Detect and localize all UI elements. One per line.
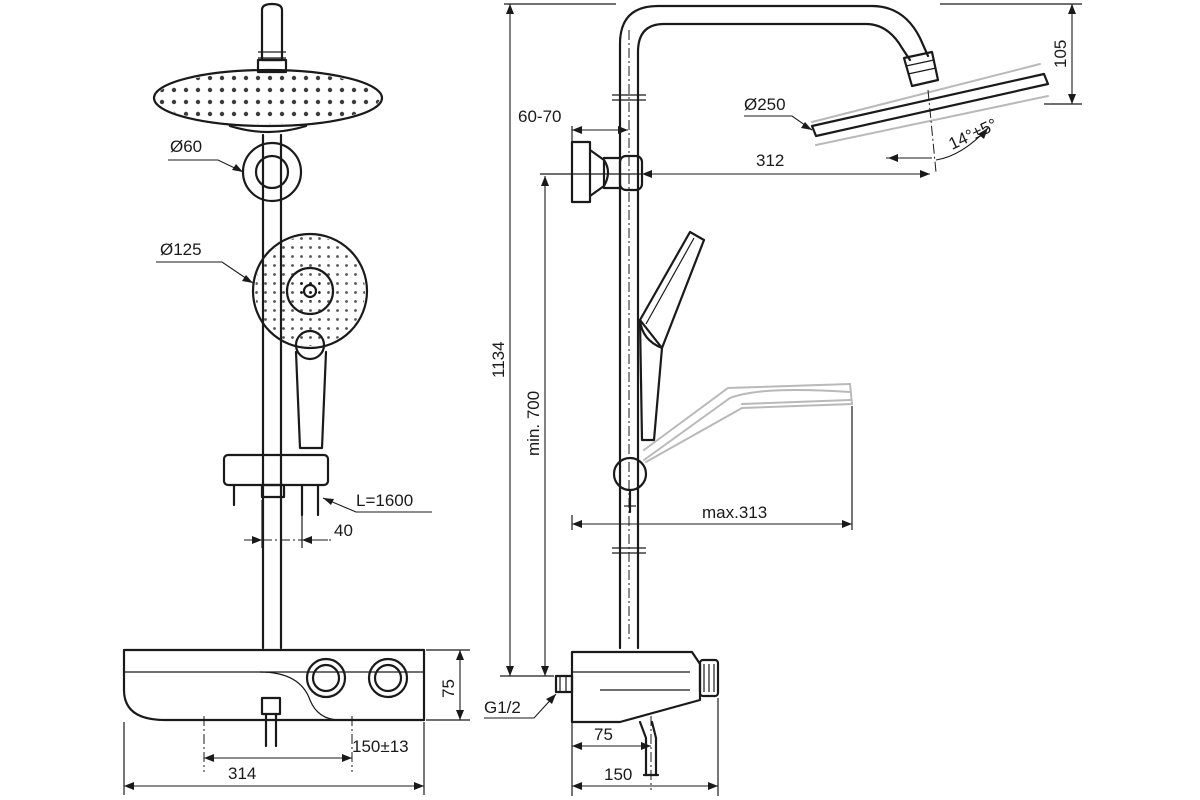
min-height-label: min. 700: [524, 391, 543, 456]
slider-side: [612, 456, 648, 514]
slider-front: [222, 453, 330, 517]
dim-slider-offset: 40: [244, 500, 353, 548]
dim-min-height: min. 700: [524, 176, 549, 676]
thermostat-depth-label: 150: [604, 765, 632, 784]
hand-shower-side: [638, 230, 706, 442]
dim-wall-bracket-diameter: Ø60: [168, 137, 244, 173]
thermostat-height-label: 75: [439, 679, 458, 698]
dim-hand-shower-diameter: Ø125: [156, 240, 254, 284]
dim-arm-reach: 312: [540, 151, 930, 178]
front-view: Ø60 Ø125 L=1600 40: [122, 2, 470, 795]
wall-bracket-side: [570, 140, 644, 204]
wall-bracket-front: [241, 141, 303, 203]
head-tilt-label: 14°±5°: [946, 115, 1001, 154]
thermostat-front: [122, 648, 426, 748]
hand-shower-front: [251, 232, 369, 450]
total-height-label: 1134: [489, 341, 508, 378]
arm-reach-label: 312: [756, 151, 784, 170]
dim-thermostat-depth: 150: [572, 698, 719, 796]
dim-hose-length: L=1600: [322, 491, 432, 513]
dim-thermostat-height: 75: [426, 649, 470, 721]
dim-hand-shower-reach: max.313: [571, 406, 853, 530]
dim-shower-head-diameter: Ø250: [744, 95, 813, 131]
outlet-offset-label: 75: [594, 725, 613, 744]
hand-shower-ghost: [643, 383, 854, 463]
riser-pipe-side: [612, 4, 930, 650]
riser-pipe-front: [258, 2, 286, 650]
dim-bracket-offset: 60-70: [518, 107, 628, 142]
dim-total-height: 1134: [489, 3, 616, 677]
dim-thread-size: G1/2: [484, 693, 557, 719]
dim-arm-height: 105: [940, 3, 1082, 105]
wall-bracket-diameter-label: Ø60: [170, 137, 202, 156]
dim-total-width: 314: [123, 722, 425, 795]
connection-spacing-label: 150±13: [352, 737, 409, 756]
hand-shower-diameter-label: Ø125: [160, 240, 202, 259]
arm-height-label: 105: [1051, 40, 1070, 68]
thread-size-label: G1/2: [484, 698, 521, 717]
slider-offset-label: 40: [334, 521, 353, 540]
side-view: 105 Ø250 14°±5° 60-70: [484, 3, 1082, 796]
dim-outlet-offset: 75: [571, 722, 651, 796]
overhead-shower-head-front: [152, 58, 384, 134]
overhead-shower-head-side: [810, 50, 1050, 173]
dim-head-tilt: 14°±5°: [886, 115, 1000, 162]
bracket-offset-label: 60-70: [518, 107, 561, 126]
thermostat-side: [554, 650, 720, 790]
shower-head-diameter-label: Ø250: [744, 95, 786, 114]
hose-length-label: L=1600: [356, 491, 413, 510]
total-width-label: 314: [228, 764, 256, 783]
dim-connection-spacing: 150±13: [204, 737, 409, 762]
hand-shower-reach-label: max.313: [702, 503, 767, 522]
